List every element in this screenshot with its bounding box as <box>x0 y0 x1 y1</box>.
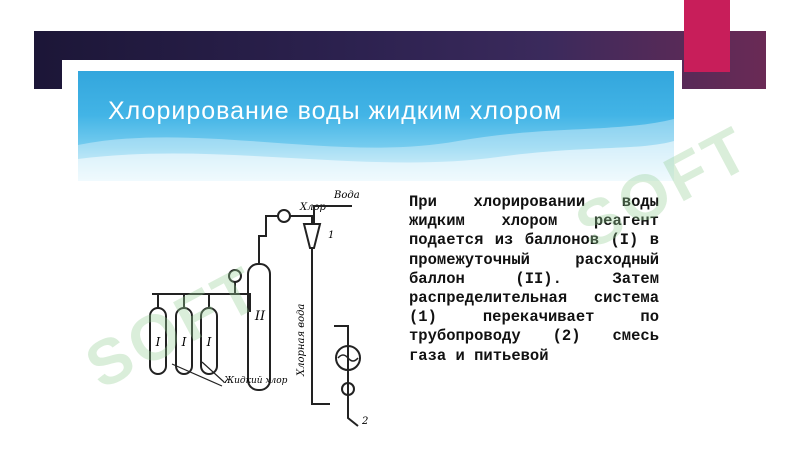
manifold-pipe <box>152 293 251 312</box>
slide: Хлорирование воды жидким хлором I I I II <box>62 60 682 449</box>
marker-1: 1 <box>328 230 334 241</box>
label-water: Вода <box>333 190 360 201</box>
label-cylinder-i: I <box>181 335 187 349</box>
accent-bar <box>684 0 730 72</box>
slide-title: Хлорирование воды жидким хлором <box>108 97 563 125</box>
small-cylinder: I <box>175 307 193 375</box>
chlorination-diagram: I I I II Хлор 1 Вода Хлорная <box>149 190 368 427</box>
label-chlorine-water: Хлорная вода <box>296 304 307 377</box>
pressure-gauge <box>277 209 291 223</box>
small-cylinder: I <box>200 307 218 375</box>
small-cylinder: I <box>149 307 167 375</box>
chlorine-pipe <box>258 215 313 248</box>
title-banner: Хлорирование воды жидким хлором <box>78 71 674 181</box>
marker-2: 2 <box>361 416 368 427</box>
pump <box>341 382 355 396</box>
slide-body-text: При хлорировании воды жидким хлором реаг… <box>409 193 659 365</box>
label-cylinder-ii: II <box>254 309 266 324</box>
chlorine-water-pipe <box>311 248 330 405</box>
water-pipe <box>313 205 352 224</box>
chlorinator <box>302 223 322 249</box>
label-liquid-chlorine: Жидкий хлор <box>223 376 288 386</box>
banner-waves <box>78 119 674 181</box>
heat-exchanger <box>335 345 361 371</box>
label-chlorine: Хлор <box>299 202 327 213</box>
label-cylinder-i: I <box>155 335 161 349</box>
pressure-gauge <box>228 269 242 283</box>
label-cylinder-i: I <box>206 335 212 349</box>
large-cylinder: II <box>247 248 271 391</box>
